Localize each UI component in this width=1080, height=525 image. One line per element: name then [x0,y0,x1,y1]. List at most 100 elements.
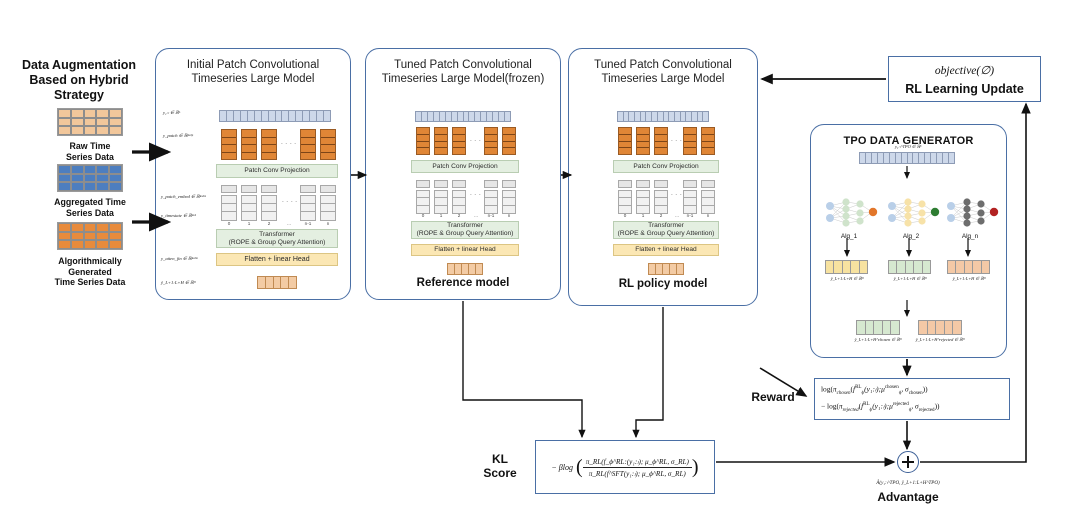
reward-f-sup-1: RL [855,385,862,391]
model2-token-2-body [434,189,448,214]
reward-sigma-1: , σ [901,384,909,394]
reward-pi-1: π [832,384,837,394]
model2-patch-1 [416,127,430,155]
model1-token-5 [320,185,336,221]
model3-token-5 [701,180,715,214]
alg-n-output-vector [947,260,990,274]
rl-policy-title-line2: Timeseries Large Model [601,73,725,85]
model1-token-2-cap [241,185,257,193]
kl-score-label-line1: KL [492,452,508,466]
model1-token-3-body [261,194,277,221]
reward-f-sup-2: RL [863,402,870,407]
reference-model-caption: Reference model [416,277,510,289]
kl-score-label-line2: Score [483,466,517,480]
model1-head-band: Flatten + linear Head [216,253,338,266]
model1-token-3-cap [261,185,277,193]
reward-pi-2: π [838,401,843,411]
model1-token-1 [221,185,237,221]
model1-token-4-body [300,194,316,221]
rl-learning-update-box[interactable]: objective(∅) RL Learning Update [888,56,1041,102]
model3-tokidx-0: 0 [623,213,627,218]
model2-token-2-cap [434,180,448,188]
model2-token-4-cap [484,180,498,188]
model2-transformer-line1: Transformer [447,222,483,230]
alg-2-network-icon [888,198,940,227]
reward-sigma-sub-1: chosen [908,391,923,396]
model3-token-4-body [683,189,697,214]
model3-token-3 [654,180,668,214]
model3-token-2-cap [636,180,650,188]
model2-tokidx-0: 0 [421,213,425,218]
model3-proj-label: Patch Conv Projection [633,162,699,170]
model2-tokidx-2: 2 [457,213,461,218]
algorithmic-time-series-label: Algorithmically Generated Time Series Da… [35,256,145,288]
model1-math-yattenfin: y_atten_fin ∈ ℝⁿˣᵈᵐ [161,256,198,261]
model1-math-ytimestate: y_timestate ∈ ℝⁿˣ¹ [161,213,196,218]
agg-label-line2: Series Data [66,207,114,218]
model1-tokidx-1: 1 [247,221,251,226]
alg-1-label: Alg_1 [840,233,858,240]
model1-math-yhat: ŷ_L+1:L+H ∈ ℝᴴ [161,280,196,285]
raw-time-series-label: Raw Time Series Data [35,141,145,162]
advantage-sum-node [897,451,919,473]
rl-policy-model-caption: RL policy model [618,278,708,290]
model3-patch-5 [701,127,715,155]
model1-transformer-band: Transformer (ROPE & Group Query Attentio… [216,229,338,248]
model3-token-2 [636,180,650,214]
model2-input-sequence [415,111,511,122]
model2-token-ellipsis: - - - [470,192,482,198]
model3-token-5-body [701,189,715,214]
model1-output-chip [257,276,297,289]
rejected-output-math: ŷ_L+1:L+H^rejected ∈ ℝᴴ [915,337,965,342]
model2-tokidx-3: ... [474,213,478,218]
tpo-ranking-label: ranking for the results [810,291,1080,298]
reference-model-title-line2: Timeseries Large Model(frozen) [381,73,545,85]
model2-proj-label: Patch Conv Projection [432,162,498,170]
model2-token-5 [502,180,516,214]
model1-token-5-cap [320,185,336,193]
alg-label-line3: Time Series Data [54,277,126,287]
model3-token-2-body [636,189,650,214]
model3-token-3-cap [654,180,668,188]
reward-sigma-2: , σ [911,401,919,411]
model3-tokidx-1: 1 [641,213,645,218]
model1-patch-3 [261,129,277,160]
model3-token-1-body [618,189,632,214]
model2-output-chip [447,263,483,275]
model2-transformer-band: Transformer (ROPE & Group Query Attentio… [411,221,519,239]
model3-transformer-line2: (ROPE & Group Query Attention) [617,230,715,237]
aug-heading-line1: Data Augmentation Based [21,58,137,87]
model2-transformer-line2: (ROPE & Group Query Attention) [416,230,514,237]
reward-arg-2: (y₁:ₗ); [872,401,890,411]
aggregated-time-series-label: Aggregated Time Series Data [35,197,145,218]
kl-score-label: KL Score [470,452,530,480]
model2-token-1-body [416,189,430,214]
model1-math-ypatch: y_patch ∈ ℝⁿˣᵈᵖ [163,133,193,138]
model2-patch-ellipsis: - - - [470,138,482,144]
reward-mu-sup-2: rejected [892,402,909,407]
model3-token-ellipsis: - - - [671,192,683,198]
model1-patch-1 [221,129,237,160]
reward-minus-2: − log( [821,401,839,411]
model3-patch-conv-projection-band: Patch Conv Projection [613,160,719,173]
rejected-output-vector [918,320,962,335]
model1-input-sequence [219,110,331,122]
model2-tokidx-4: n-1 [487,213,495,218]
model1-token-3 [261,185,277,221]
model3-token-4 [683,180,697,214]
model3-token-5-cap [701,180,715,188]
model2-head-label: Flatten + linear Head [434,246,496,254]
model1-patch-4 [300,129,316,160]
model1-token-2 [241,185,257,221]
model3-tokidx-2: 2 [659,213,663,218]
kl-formula-box: − βlog ( π_RL(f_ϕ^RL:(y₁:ₗ); μ_ϕ^RL, σ_R… [535,440,715,494]
aggregated-time-series-chip [57,164,123,192]
model1-transformer-line2: (ROPE & Group Query Attention) [228,238,326,246]
model3-transformer-band: Transformer (ROPE & Group Query Attentio… [613,221,719,239]
reward-formula-line1: log(πchosen(fRLϕ(y₁:ₗ);μchosenϕ, σchosen… [821,384,928,396]
model1-tokidx-3: ... [287,221,291,226]
alg-2-output-math: ŷ_L+1:L+H ∈ ℝᴴ [893,276,927,281]
model1-patch-2 [241,129,257,160]
model1-head-label: Flatten + linear Head [244,255,310,263]
reward-mu-2: μ [889,401,893,411]
